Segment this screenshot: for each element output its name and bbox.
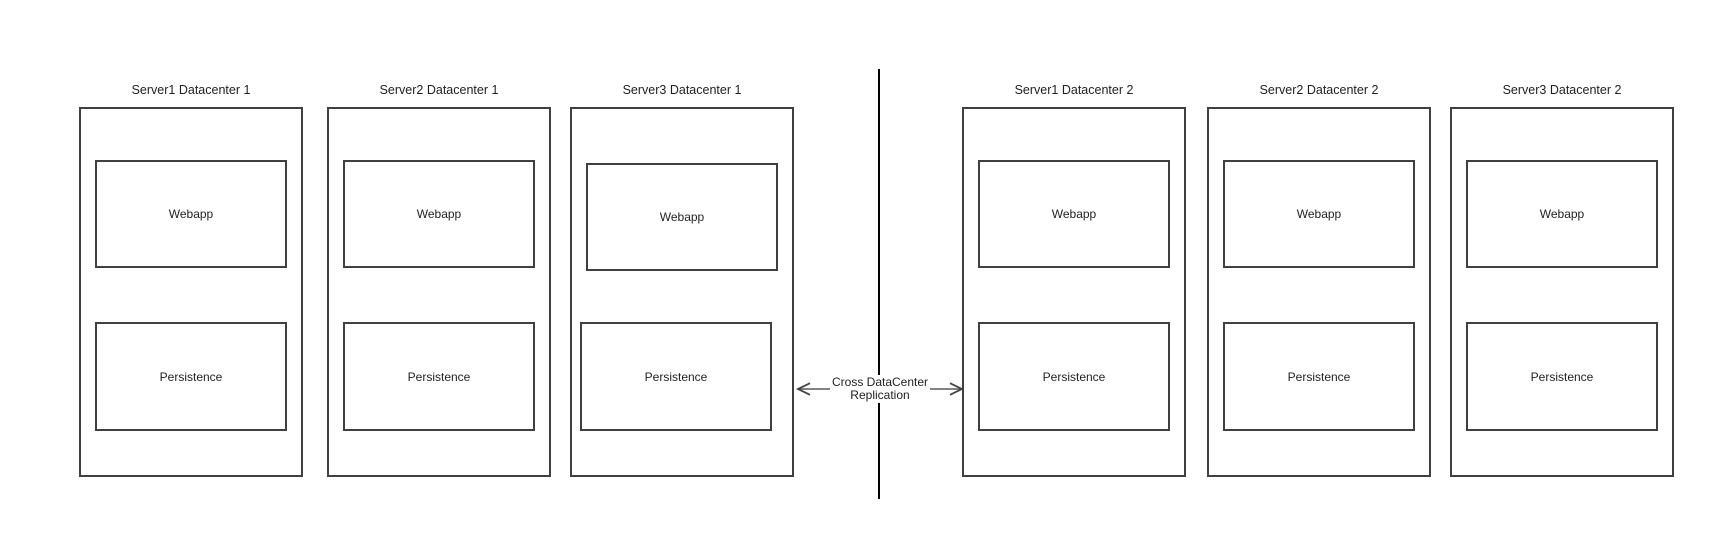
server-node-dc1-server3: Server3 Datacenter 1 Webapp Persistence <box>570 83 794 477</box>
webapp-label: Webapp <box>659 210 705 224</box>
server-title: Server2 Datacenter 1 <box>379 83 499 97</box>
server-title: Server3 Datacenter 1 <box>622 83 742 97</box>
persistence-label: Persistence <box>159 369 223 384</box>
server-node-dc2-server1: Server1 Datacenter 2 Webapp Persistence <box>962 83 1186 477</box>
server-node-dc1-server2: Server2 Datacenter 1 Webapp Persistence <box>327 83 551 477</box>
datacenter-divider-line <box>878 69 880 499</box>
webapp-node: Webapp <box>95 160 287 268</box>
webapp-label: Webapp <box>416 207 462 221</box>
persistence-label: Persistence <box>1530 369 1594 384</box>
persistence-label: Persistence <box>407 369 471 384</box>
server-title: Server2 Datacenter 2 <box>1259 83 1379 97</box>
server-title: Server3 Datacenter 2 <box>1502 83 1622 97</box>
persistence-node: Persistence <box>580 322 772 431</box>
server-title: Server1 Datacenter 1 <box>131 83 251 97</box>
webapp-label: Webapp <box>1051 207 1097 221</box>
persistence-node: Persistence <box>1466 322 1658 431</box>
webapp-node: Webapp <box>1466 160 1658 268</box>
persistence-label: Persistence <box>1042 369 1106 384</box>
webapp-node: Webapp <box>1223 160 1415 268</box>
webapp-label: Webapp <box>168 207 214 221</box>
persistence-node: Persistence <box>343 322 535 431</box>
replication-label-line2: Replication <box>850 388 910 402</box>
persistence-label: Persistence <box>1287 369 1351 384</box>
replication-label-line1: Cross DataCenter <box>831 375 929 389</box>
webapp-label: Webapp <box>1539 207 1585 221</box>
replication-label: Cross DataCenter Replication <box>829 375 931 403</box>
server-title: Server1 Datacenter 2 <box>1014 83 1134 97</box>
persistence-node: Persistence <box>1223 322 1415 431</box>
persistence-label: Persistence <box>644 369 708 384</box>
webapp-node: Webapp <box>343 160 535 268</box>
server-node-dc2-server2: Server2 Datacenter 2 Webapp Persistence <box>1207 83 1431 477</box>
webapp-node: Webapp <box>586 163 778 271</box>
persistence-node: Persistence <box>95 322 287 431</box>
server-node-dc2-server3: Server3 Datacenter 2 Webapp Persistence <box>1450 83 1674 477</box>
persistence-node: Persistence <box>978 322 1170 431</box>
webapp-label: Webapp <box>1296 207 1342 221</box>
webapp-node: Webapp <box>978 160 1170 268</box>
server-node-dc1-server1: Server1 Datacenter 1 Webapp Persistence <box>79 83 303 477</box>
